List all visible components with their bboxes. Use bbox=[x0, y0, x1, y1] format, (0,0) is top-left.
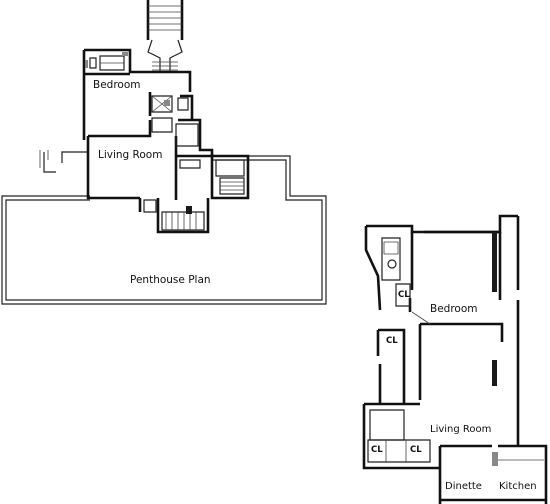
apartment-living-room-label: Living Room bbox=[430, 424, 492, 435]
penthouse-walls bbox=[82, 48, 250, 234]
apartment-walls bbox=[362, 214, 548, 504]
closet-label: CL bbox=[410, 445, 422, 455]
apartment-bedroom-label: Bedroom bbox=[430, 303, 478, 315]
penthouse-living-room-label: Living Room bbox=[98, 149, 163, 161]
penthouse-bedroom-label: Bedroom bbox=[93, 79, 141, 91]
apartment-fixtures bbox=[367, 232, 544, 466]
penthouse-fixtures bbox=[85, 52, 192, 214]
apartment-kitchen-label: Kitchen bbox=[499, 481, 537, 492]
stair-shaft bbox=[146, 0, 184, 72]
apartment-plan bbox=[362, 214, 548, 504]
apartment-dinette-label: Dinette bbox=[445, 481, 482, 492]
closet-label: CL bbox=[386, 336, 398, 346]
closet-label: CL bbox=[398, 290, 410, 300]
penthouse-plan-title: Penthouse Plan bbox=[130, 274, 211, 286]
penthouse-plan bbox=[1, 0, 327, 305]
closet-label: CL bbox=[371, 445, 383, 455]
